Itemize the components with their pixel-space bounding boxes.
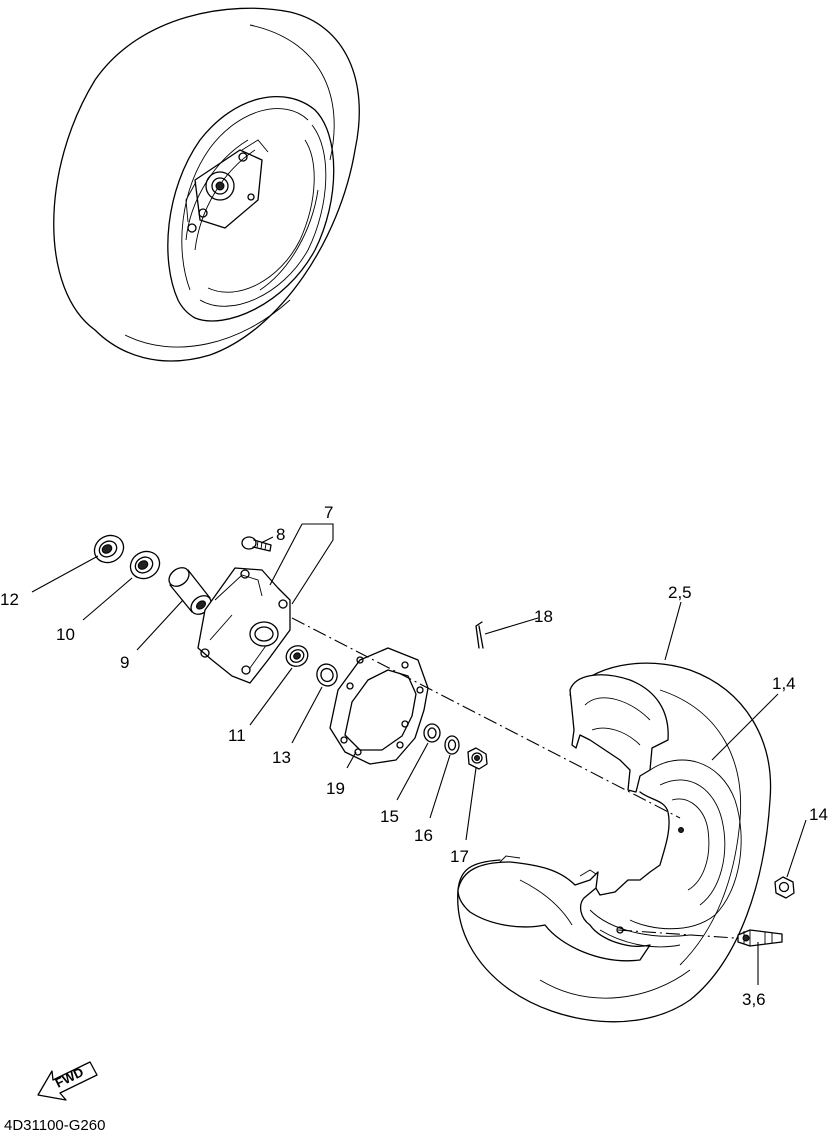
label-7: 7 — [324, 503, 333, 522]
washer-16 — [444, 735, 460, 755]
label-11: 11 — [228, 726, 246, 745]
assembled-wheel — [53, 7, 360, 362]
bearing-12 — [93, 534, 125, 564]
label-13: 13 — [272, 748, 291, 767]
label-8: 8 — [276, 525, 285, 544]
axis-line — [291, 617, 681, 819]
label-19: 19 — [326, 779, 345, 798]
plate-19 — [329, 647, 429, 765]
tire-and-rim — [457, 662, 772, 1023]
label-18: 18 — [534, 607, 553, 626]
oil-seal-13 — [316, 663, 338, 687]
nut-17 — [467, 747, 488, 770]
label-2-5: 2,5 — [668, 583, 692, 602]
bolt-8 — [241, 536, 272, 552]
label-15: 15 — [380, 807, 399, 826]
diagram-code: 4D31100-G260 — [4, 1117, 105, 1132]
label-14: 14 — [809, 805, 828, 824]
label-12: 12 — [0, 590, 19, 609]
bearing-11 — [285, 645, 309, 667]
hub-7 — [197, 567, 291, 684]
label-1-4: 1,4 — [772, 674, 796, 693]
label-3-6: 3,6 — [742, 990, 766, 1009]
valve-3-6 — [737, 929, 783, 947]
label-17: 17 — [450, 847, 469, 866]
label-16: 16 — [414, 826, 433, 845]
nut-14 — [774, 876, 795, 899]
axis-line-2 — [617, 929, 736, 939]
bearing-10 — [129, 550, 161, 580]
washer-15 — [423, 723, 441, 743]
cotter-pin-18 — [475, 621, 484, 649]
leader-lines — [31, 523, 807, 985]
label-10: 10 — [56, 625, 75, 644]
spacer-9 — [168, 567, 212, 615]
label-9: 9 — [120, 653, 129, 672]
fwd-arrow-icon: FWD — [37, 1061, 98, 1101]
